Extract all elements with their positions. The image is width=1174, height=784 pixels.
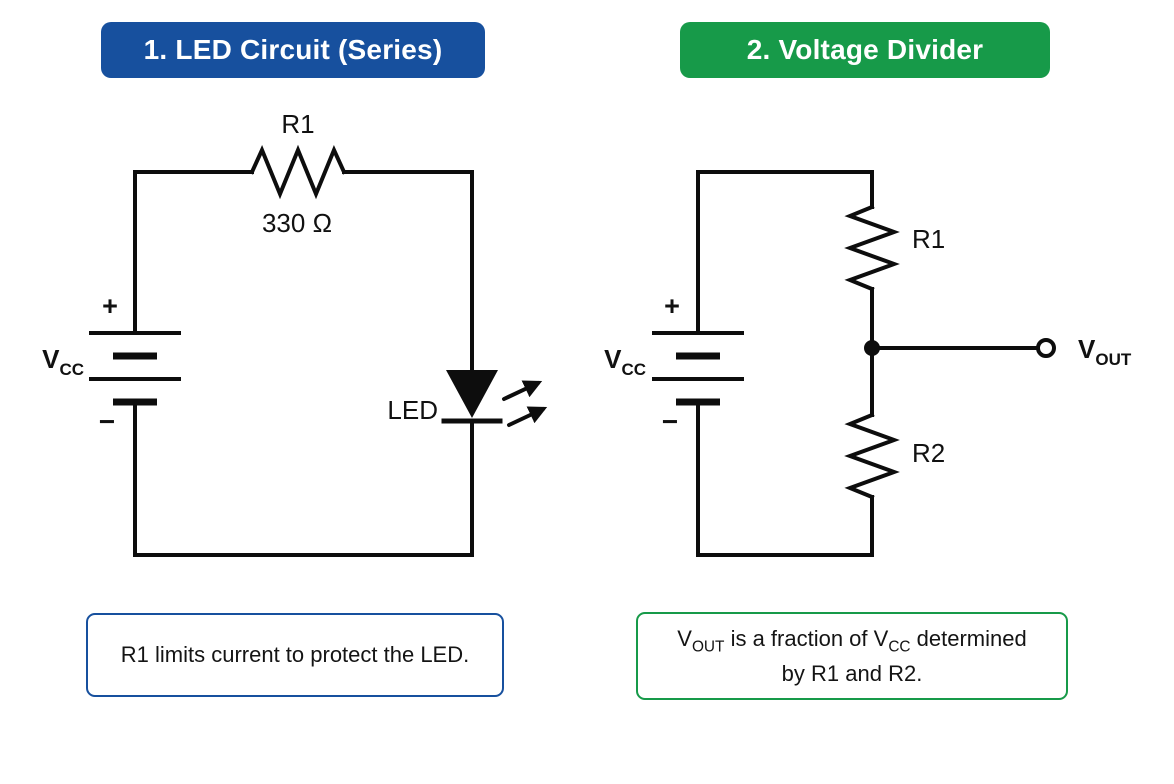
- battery-minus-label: −: [99, 406, 115, 437]
- junction-dot: [864, 340, 880, 356]
- battery-plus-label: +: [102, 291, 118, 321]
- vout-label: VOUT: [1078, 334, 1132, 369]
- voltage-divider-schematic: + − VCC R1 R2 VOUT: [604, 170, 1132, 557]
- r1-label: R1: [281, 109, 314, 139]
- resistor-r2-symbol: [844, 412, 900, 500]
- battery-symbol: [89, 331, 181, 406]
- led-label: LED: [387, 395, 438, 425]
- divider-caption-line2: by R1 and R2.: [781, 661, 923, 687]
- vcc-label: VCC: [604, 344, 646, 379]
- battery-minus-label: −: [662, 406, 678, 437]
- resistor-r1-symbol: [844, 204, 900, 292]
- light-emission-arrows-icon: [502, 380, 548, 427]
- led-caption-text: R1 limits current to protect the LED.: [120, 642, 470, 667]
- resistor-r1-symbol: [249, 144, 347, 200]
- led-symbol: [441, 370, 503, 424]
- r2-label: R2: [912, 438, 945, 468]
- voltage-divider-caption: VOUT is a fraction of VCC determined by …: [636, 612, 1068, 700]
- divider-wires: [696, 170, 1040, 557]
- divider-caption-line1: VOUT is a fraction of VCC determined: [677, 625, 1027, 656]
- led-circuit-schematic: R1 330 Ω + − VCC LED: [42, 109, 548, 557]
- r1-label: R1: [912, 224, 945, 254]
- voltage-divider-title-badge: 2. Voltage Divider: [680, 22, 1050, 78]
- r1-value-label: 330 Ω: [262, 208, 332, 238]
- vout-terminal: [1036, 338, 1056, 358]
- led-circuit-wires: [133, 170, 474, 557]
- vcc-label: VCC: [42, 344, 84, 379]
- led-circuit-caption: R1 limits current to protect the LED.: [86, 613, 504, 697]
- battery-plus-label: +: [664, 291, 680, 321]
- led-circuit-title-badge: 1. LED Circuit (Series): [101, 22, 485, 78]
- battery-symbol: [652, 331, 744, 406]
